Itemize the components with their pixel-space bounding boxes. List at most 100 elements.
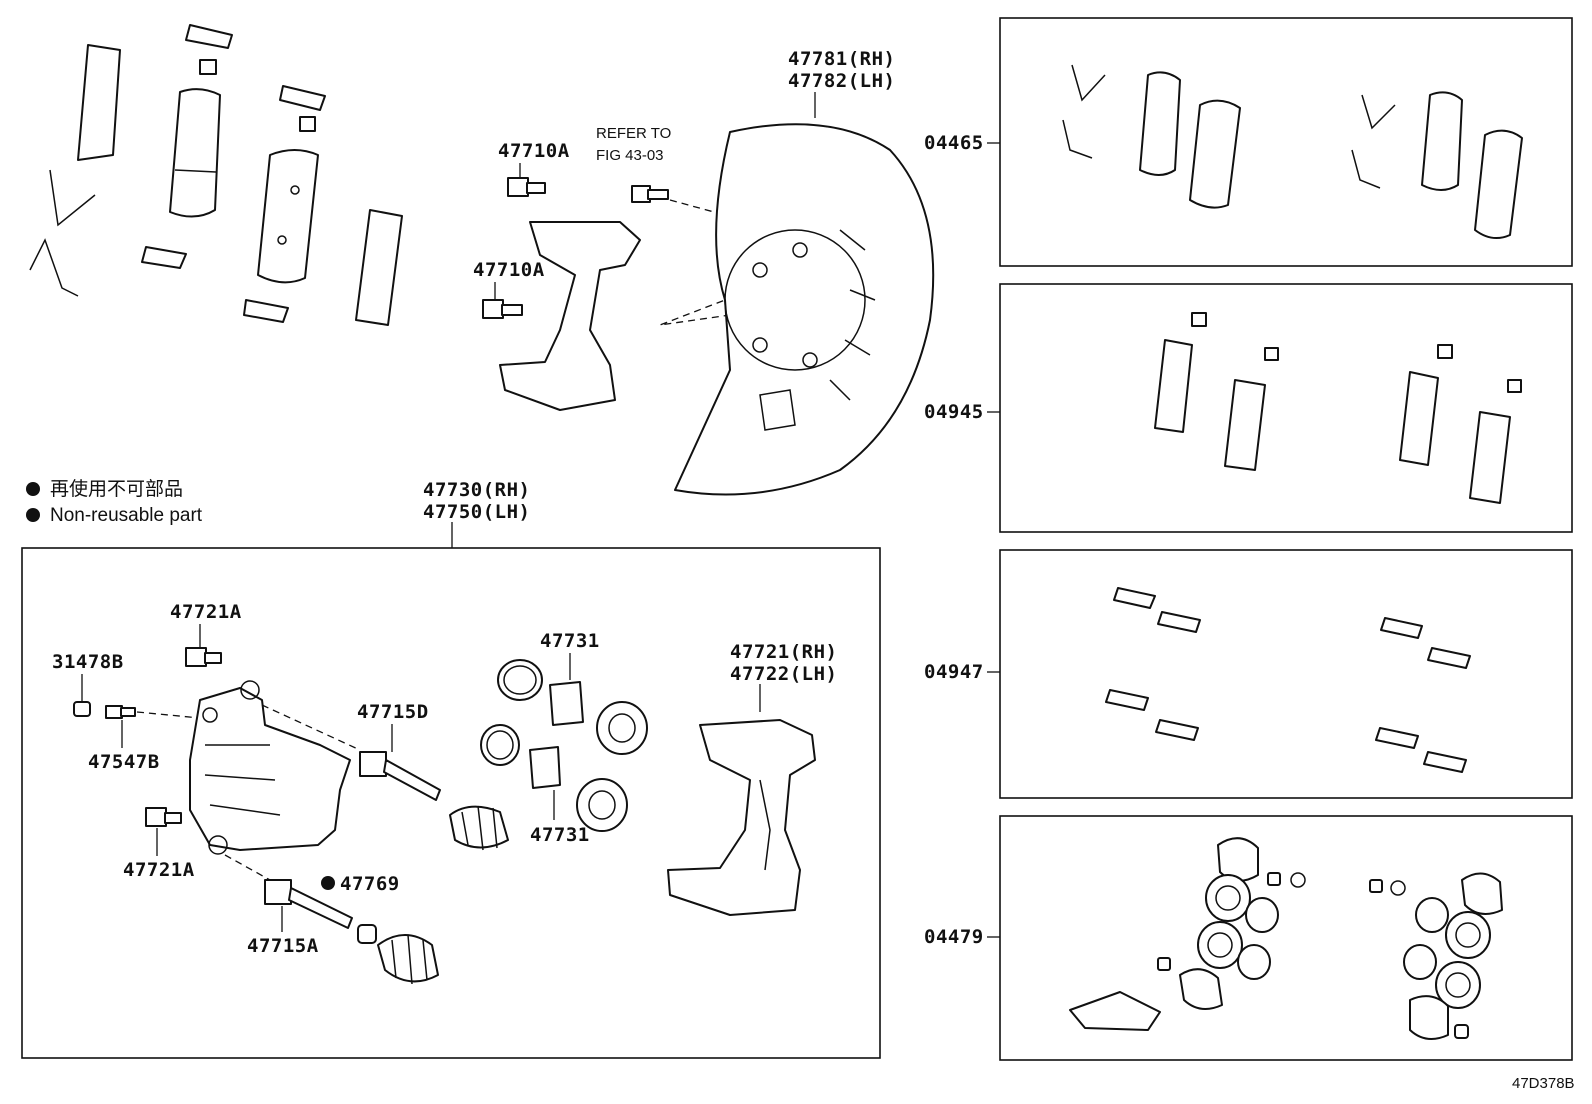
pad-shim-icon [1399, 371, 1439, 466]
caliper-body-icon [189, 687, 351, 851]
refer-to-line1: REFER TO [596, 125, 671, 142]
bolt-thread-icon [204, 652, 222, 664]
label-47750-LH: 47750(LH) [423, 501, 530, 523]
pin-boot-icon [1179, 968, 1223, 1010]
bushing-icon [357, 924, 377, 944]
kit-frame-04945 [999, 283, 1573, 533]
kit-box-04945: 04945 [924, 283, 1573, 533]
label-47715D: 47715D [357, 701, 429, 723]
pad-shim-icon [77, 44, 121, 161]
legend-english: Non-reusable part [50, 505, 203, 526]
caliper-mount-bracket-icon [667, 719, 816, 916]
non-reusable-bullet-icon [26, 482, 40, 496]
piston-boot-icon [1435, 961, 1481, 1009]
slide-pin-icon [288, 887, 353, 929]
spring-icon [49, 169, 96, 227]
clip-icon [1437, 344, 1453, 359]
grease-packet-icon [1069, 991, 1161, 1031]
legend-japanese: 再使用不可部品 [50, 478, 183, 500]
caliper-bracket-top: 47710A 47710A REFER TO FIG 43-03 [473, 125, 816, 411]
caliper-assembly-frame [21, 547, 881, 1059]
piston-seal-icon [1403, 944, 1437, 980]
pad-clip-icon [1427, 647, 1471, 669]
bleeder-cap-icon [1369, 879, 1383, 893]
pad-clip-icon [243, 299, 289, 323]
bleeder-cap-icon [1267, 872, 1281, 886]
clip-icon [199, 59, 217, 75]
kit-frame-04479 [999, 815, 1573, 1061]
refer-to-line2: FIG 43-03 [596, 147, 664, 164]
label-47721A-top: 47721A [170, 601, 242, 623]
brake-pad-icon [169, 88, 221, 218]
pad-shim-icon [1469, 411, 1511, 504]
bolt-head-icon [507, 177, 529, 197]
piston-icon [529, 746, 561, 789]
piston-boot-icon [576, 778, 628, 832]
label-47722-LH: 47722(LH) [730, 663, 837, 685]
clip-icon [1507, 379, 1522, 393]
dust-cover-icon [674, 123, 935, 496]
label-47715A: 47715A [247, 935, 319, 957]
label-47547B: 47547B [88, 751, 160, 773]
non-reusable-bullet-icon [321, 876, 335, 890]
brake-pad-icon [1474, 129, 1523, 240]
label-04947: 04947 [924, 661, 984, 683]
pad-clip-icon [279, 85, 326, 111]
piston-icon [549, 681, 584, 726]
brake-pad-icon [1139, 71, 1181, 176]
legend: 再使用不可部品 Non-reusable part [26, 478, 203, 526]
label-47710A-mid: 47710A [473, 259, 545, 281]
label-47721A-bottom: 47721A [123, 859, 195, 881]
kit-box-04479: 04479 [924, 815, 1573, 1061]
label-47782-LH: 47782(LH) [788, 70, 895, 92]
pin-boot-icon [1461, 872, 1503, 915]
label-47721-RH: 47721(RH) [730, 641, 837, 663]
label-31478B: 31478B [52, 651, 124, 673]
pad-shim-icon [355, 209, 403, 326]
clip-icon [1191, 312, 1207, 327]
pin-boot-icon [1409, 995, 1449, 1040]
caliper-bracket-icon [499, 221, 641, 411]
bleeder-cap-icon [73, 701, 91, 717]
label-04945: 04945 [924, 401, 984, 423]
piston-boot-icon [596, 701, 648, 755]
label-04479: 04479 [924, 926, 984, 948]
slide-pin-head-icon [264, 879, 292, 905]
pad-clip-icon [1380, 617, 1423, 639]
brake-pad-icon [1189, 99, 1241, 209]
brake-pad-icon [257, 149, 319, 284]
piston-seal-icon [1245, 897, 1279, 933]
caliper-assembly: 47730(RH) 47750(LH) 47721A 31478B 47547B… [21, 479, 881, 1059]
pad-clip-icon [185, 24, 233, 49]
bolt-head-icon [145, 807, 167, 827]
pad-clip-icon [1423, 751, 1467, 773]
piston-seal-icon [1415, 897, 1449, 933]
bolt-thread-icon [501, 304, 523, 316]
bolt-head-icon [185, 647, 207, 667]
kit-box-04465: 04465 [924, 17, 1573, 267]
pad-clip-icon [1375, 727, 1419, 749]
label-47731-bottom: 47731 [530, 824, 590, 846]
bolt-thread-icon [164, 812, 182, 824]
piston-seal-icon [1237, 944, 1271, 980]
piston-boot-icon [1197, 921, 1243, 969]
pad-clip-icon [1105, 689, 1149, 711]
dust-cover: 47781(RH) 47782(LH) [674, 48, 935, 496]
label-47730-RH: 47730(RH) [423, 479, 530, 501]
figure-code: 47D378B [1512, 1075, 1575, 1092]
pad-clip-icon [1155, 719, 1199, 741]
label-47781-RH: 47781(RH) [788, 48, 895, 70]
bushing-icon [1454, 1024, 1469, 1039]
bushing-icon [1157, 957, 1171, 971]
kit-frame-04947 [999, 549, 1573, 799]
bolt-thread-icon [647, 189, 669, 200]
label-47769: 47769 [340, 873, 400, 895]
slide-pin-head-icon [359, 751, 387, 777]
piston-boot-icon [1445, 911, 1491, 959]
pad-clip-icon [1113, 587, 1156, 609]
pad-clip-icon [141, 246, 187, 269]
slide-pin-icon [383, 759, 441, 801]
pad-shim-icon [1154, 339, 1193, 433]
